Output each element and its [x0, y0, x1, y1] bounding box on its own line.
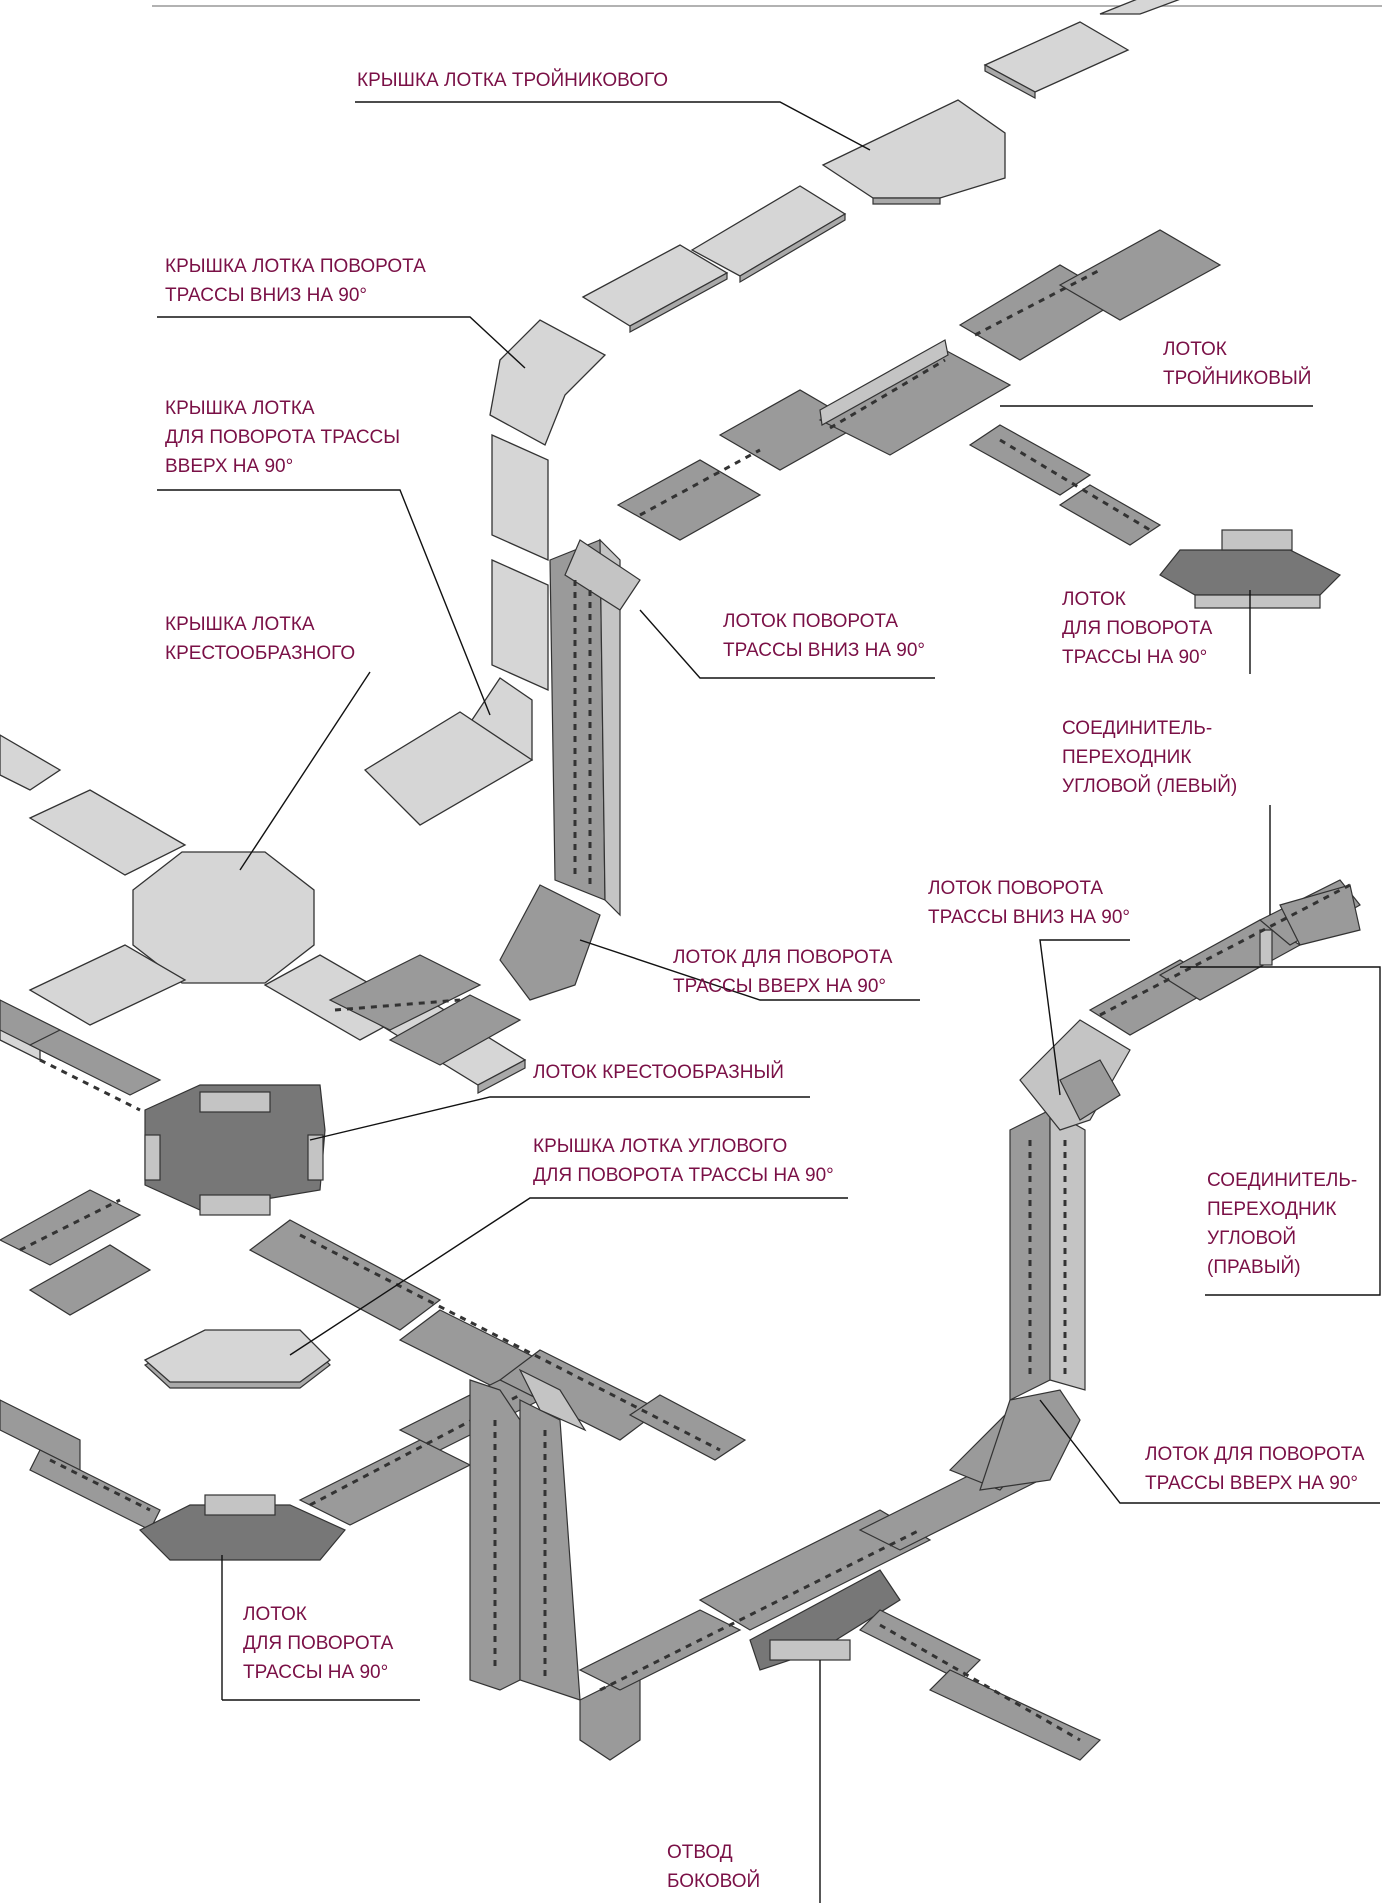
leader-lines — [157, 101, 1381, 1903]
label-line: КРЕСТООБРАЗНОГО — [165, 643, 356, 664]
label-line: УГЛОВОЙ — [1207, 1228, 1297, 1249]
side-branch-assembly — [469, 1368, 1102, 1761]
label-line: ЛОТОК — [1163, 339, 1227, 360]
label-side-branch: ОТВОД БОКОВОЙ — [667, 1838, 760, 1896]
label-line: ДЛЯ ПОВОРОТА — [1062, 618, 1213, 639]
label-adapter-left: СОЕДИНИТЕЛЬ- ПЕРЕХОДНИК УГЛОВОЙ (ЛЕВЫЙ) — [1062, 714, 1237, 801]
label-line: ЛОТОК ДЛЯ ПОВОРОТА — [673, 947, 893, 968]
label-line: КРЫШКА ЛОТКА УГЛОВОГО — [533, 1136, 788, 1157]
label-line: СОЕДИНИТЕЛЬ- — [1207, 1170, 1358, 1191]
label-line: ЛОТОК КРЕСТООБРАЗНЫЙ — [533, 1062, 784, 1083]
label-line: ДЛЯ ПОВОРОТА ТРАССЫ — [165, 427, 401, 448]
vertical-tray-center — [499, 538, 641, 1001]
label-line: ТРАССЫ НА 90° — [243, 1662, 389, 1683]
label-tee-cover: КРЫШКА ЛОТКА ТРОЙНИКОВОГО — [357, 66, 668, 95]
label-line: ТРАССЫ ВВЕРХ НА 90° — [673, 976, 886, 997]
label-line: (ПРАВЫЙ) — [1207, 1257, 1301, 1278]
label-turn-tray-left: ЛОТОК ДЛЯ ПОВОРОТА ТРАССЫ НА 90° — [243, 1600, 393, 1687]
label-line: ЛОТОК — [1062, 589, 1126, 610]
label-turn-up-tray-2: ЛОТОК ДЛЯ ПОВОРОТА ТРАССЫ ВВЕРХ НА 90° — [1145, 1440, 1364, 1498]
label-corner-cover: КРЫШКА ЛОТКА УГЛОВОГО ДЛЯ ПОВОРОТА ТРАСС… — [533, 1132, 834, 1190]
label-line: БОКОВОЙ — [667, 1871, 761, 1892]
label-line: ТРОЙНИКОВЫЙ — [1163, 368, 1312, 389]
top-cover-run — [581, 0, 1180, 334]
label-cover-turn-up: КРЫШКА ЛОТКА ДЛЯ ПОВОРОТА ТРАССЫ ВВЕРХ Н… — [165, 394, 400, 481]
label-line: ЛОТОК ПОВОРОТА — [723, 611, 899, 632]
right-vertical-tray — [979, 1019, 1131, 1491]
label-line: КРЫШКА ЛОТКА — [165, 398, 315, 419]
label-cover-turn-down: КРЫШКА ЛОТКА ПОВОРОТА ТРАССЫ ВНИЗ НА 90° — [165, 252, 426, 310]
label-line: ЛОТОК — [243, 1604, 307, 1625]
label-line: ТРАССЫ НА 90° — [1062, 647, 1208, 668]
label-line: ТРАССЫ ВНИЗ НА 90° — [165, 285, 368, 306]
label-line: КРЫШКА ЛОТКА ТРОЙНИКОВОГО — [357, 70, 668, 91]
label-cross-cover: КРЫШКА ЛОТКА КРЕСТООБРАЗНОГО — [165, 610, 355, 668]
label-line: ВВЕРХ НА 90° — [165, 456, 294, 477]
label-line: ОТВОД — [667, 1842, 733, 1863]
tee-tray-assembly — [616, 229, 1342, 609]
label-line: ДЛЯ ПОВОРОТА ТРАССЫ НА 90° — [533, 1165, 834, 1186]
label-turn-down-tray-1: ЛОТОК ПОВОРОТА ТРАССЫ ВНИЗ НА 90° — [723, 607, 925, 665]
label-line: ДЛЯ ПОВОРОТА — [243, 1633, 394, 1654]
label-line: ТРАССЫ ВНИЗ НА 90° — [928, 907, 1131, 928]
label-line: ТРАССЫ ВВЕРХ НА 90° — [1145, 1473, 1358, 1494]
label-line: ЛОТОК ПОВОРОТА — [928, 878, 1104, 899]
label-turn-down-tray-2: ЛОТОК ПОВОРОТА ТРАССЫ ВНИЗ НА 90° — [928, 874, 1130, 932]
label-line: УГЛОВОЙ (ЛЕВЫЙ) — [1062, 776, 1238, 797]
label-line: КРЫШКА ЛОТКА ПОВОРОТА — [165, 256, 426, 277]
corner-cover — [143, 1329, 331, 1389]
label-turn-up-tray-1: ЛОТОК ДЛЯ ПОВОРОТА ТРАССЫ ВВЕРХ НА 90° — [673, 943, 892, 1001]
turn-down-cover — [461, 319, 607, 761]
label-cross-tray: ЛОТОК КРЕСТООБРАЗНЫЙ — [533, 1058, 784, 1087]
label-line: ПЕРЕХОДНИК — [1207, 1199, 1337, 1220]
label-line: ТРАССЫ ВНИЗ НА 90° — [723, 640, 926, 661]
label-turn-tray-right: ЛОТОК ДЛЯ ПОВОРОТА ТРАССЫ НА 90° — [1062, 585, 1212, 672]
right-adapter-run — [1088, 879, 1361, 1036]
cross-tray-assembly — [0, 954, 747, 1461]
turn-tray-bottom-left — [0, 1379, 542, 1561]
label-line: ЛОТОК ДЛЯ ПОВОРОТА — [1145, 1444, 1365, 1465]
label-adapter-right: СОЕДИНИТЕЛЬ- ПЕРЕХОДНИК УГЛОВОЙ (ПРАВЫЙ) — [1207, 1166, 1357, 1282]
label-line: СОЕДИНИТЕЛЬ- — [1062, 718, 1213, 739]
label-tee-tray: ЛОТОК ТРОЙНИКОВЫЙ — [1163, 335, 1311, 393]
label-line: ПЕРЕХОДНИК — [1062, 747, 1192, 768]
label-line: КРЫШКА ЛОТКА — [165, 614, 315, 635]
